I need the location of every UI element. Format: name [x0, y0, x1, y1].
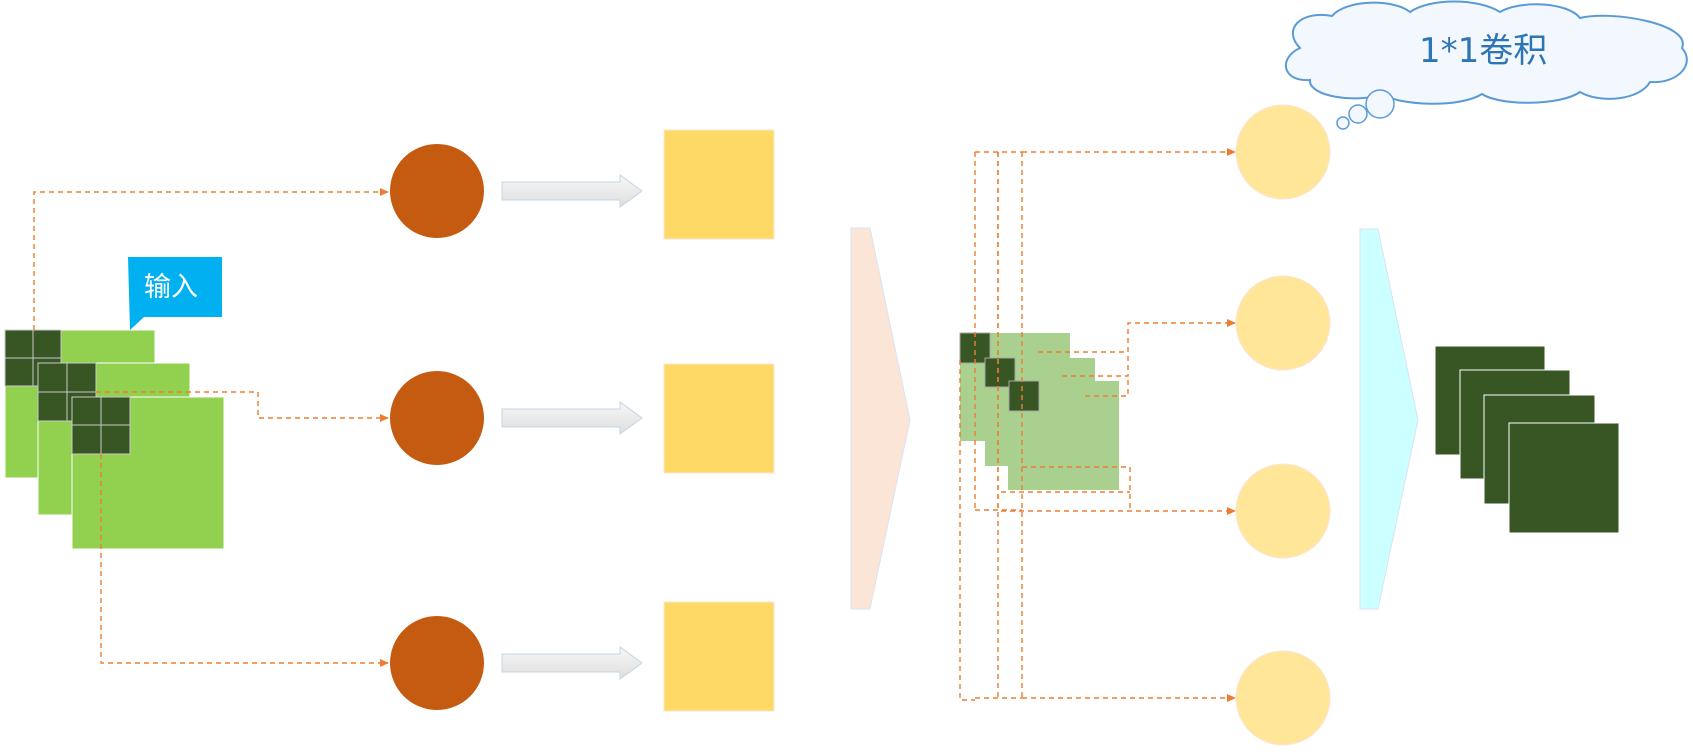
output-map-4 [1508, 422, 1620, 534]
gray-arrows [501, 174, 643, 680]
thought-bubble-small [1336, 116, 1350, 130]
thought-cloud: 1*1卷积 [1284, 0, 1688, 130]
depthwise-conv-nodes [390, 144, 484, 710]
connector-kernel-2-to-node-2 [96, 391, 389, 422]
pointwise-connectors [959, 148, 1236, 702]
input-tag-label: 输入 [144, 272, 198, 303]
gray-arrow-1 [501, 174, 643, 208]
gray-arrow-2 [501, 401, 643, 435]
pw-node-2 [1235, 275, 1331, 371]
connector-to-pw-node-2 [1038, 319, 1236, 353]
thought-bubble-medium [1348, 104, 1368, 124]
conv-node-3 [390, 616, 484, 710]
pointwise-kernel-3 [1008, 380, 1040, 412]
gray-arrow-3 [501, 646, 643, 680]
pointwise-kernels [959, 332, 1040, 412]
connector-kernel-3-to-node-3 [100, 454, 389, 667]
conv-node-1 [390, 144, 484, 238]
input-kernel-3 [71, 396, 131, 455]
depthwise-output-maps [663, 129, 775, 712]
cloud-label: 1*1卷积 [1419, 31, 1547, 71]
pointwise-conv-nodes [1235, 104, 1331, 746]
depthwise-output-3 [663, 601, 775, 712]
stage-arrow-cyan [1359, 228, 1419, 610]
input-tag: 输入 [128, 257, 222, 330]
pw-node-3 [1235, 463, 1331, 559]
output-feature-maps [1434, 345, 1620, 534]
connector-kernel-1-to-node-1 [33, 188, 389, 330]
input-connectors [33, 188, 389, 667]
conv-node-2 [390, 371, 484, 465]
depthwise-output-2 [663, 363, 775, 474]
pw-node-1 [1235, 104, 1331, 200]
stage-arrow-peach [850, 227, 911, 610]
thought-bubble-large [1365, 89, 1395, 119]
pw-node-4 [1235, 650, 1331, 746]
depthwise-output-1 [663, 129, 775, 240]
